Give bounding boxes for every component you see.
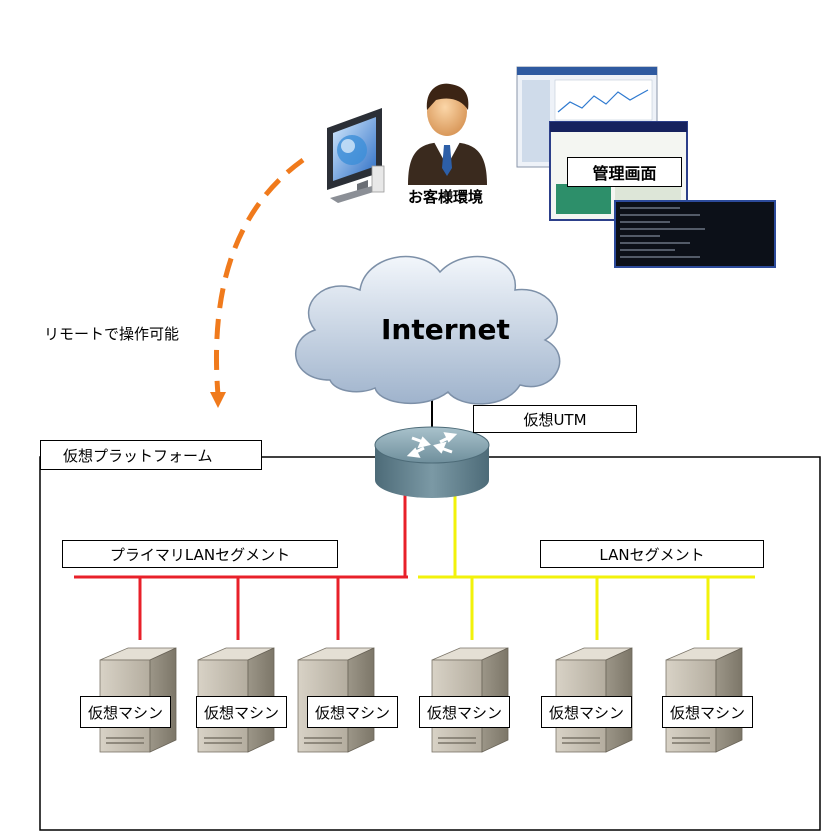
lan-segment-label: LANセグメント	[540, 540, 764, 568]
workstation-icon	[327, 108, 385, 203]
management-screen-label: 管理画面	[567, 157, 682, 187]
vm-label: 仮想マシン	[541, 696, 632, 728]
platform-frame	[39, 456, 821, 831]
vm-label: 仮想マシン	[662, 696, 753, 728]
person-icon	[408, 83, 487, 185]
primary-lan-segment-label: プライマリLANセグメント	[62, 540, 338, 568]
vm-label: 仮想マシン	[307, 696, 398, 728]
virtual-utm-label: 仮想UTM	[473, 405, 637, 433]
customer-env-label: お客様環境	[408, 188, 484, 206]
cloud-icon	[295, 255, 561, 405]
management-screenshots-icon	[516, 66, 776, 268]
vm-label: 仮想マシン	[419, 696, 510, 728]
remote-op-label: リモートで操作可能	[44, 325, 180, 343]
remote-arrow-line	[213, 157, 305, 396]
vm-label: 仮想マシン	[80, 696, 171, 728]
remote-arrow-head	[210, 392, 226, 408]
virtual-platform-label: 仮想プラットフォーム	[40, 440, 262, 470]
router-icon	[374, 426, 490, 498]
vm-label: 仮想マシン	[196, 696, 287, 728]
internet-label: Internet	[381, 313, 510, 346]
